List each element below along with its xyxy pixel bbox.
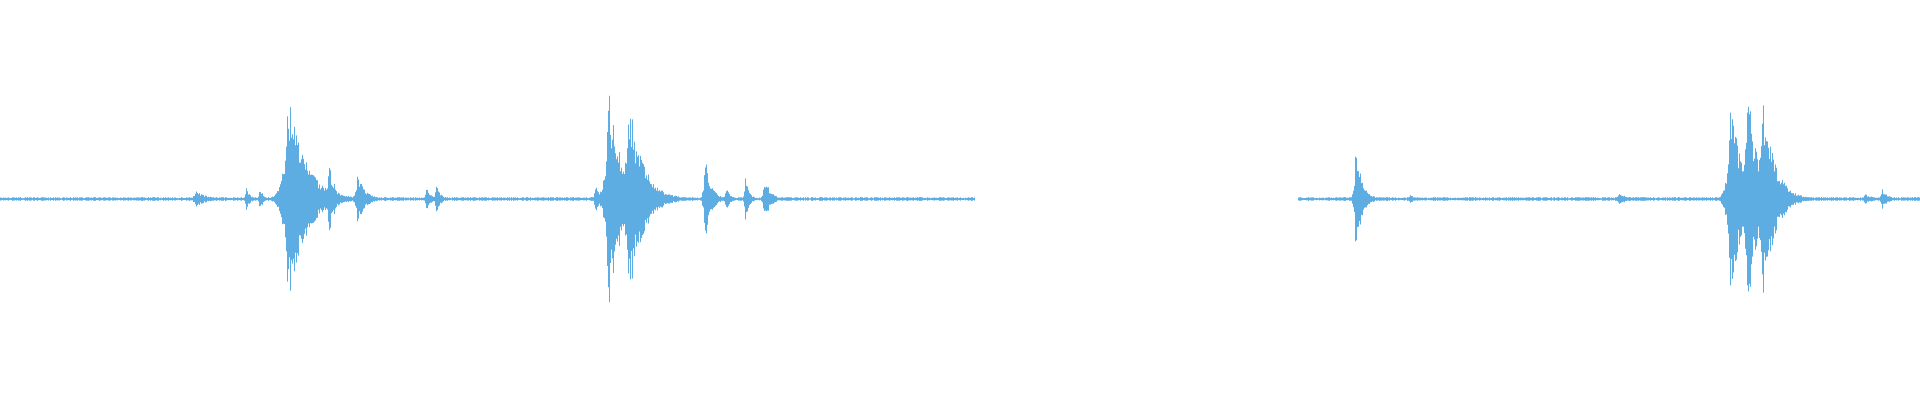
waveform-segment-2 [1298,105,1920,293]
waveform-segment-1 [0,95,975,303]
